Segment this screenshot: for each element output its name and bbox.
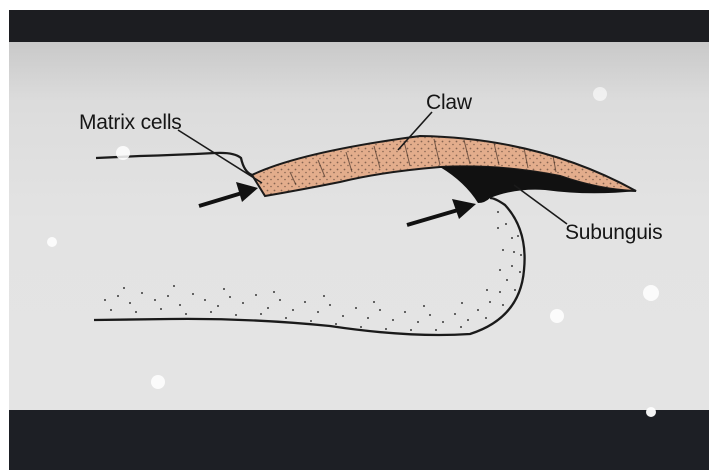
arrow-icon (407, 199, 476, 225)
toe-pad-outline (94, 198, 525, 335)
matrix-cells-label: Matrix cells (79, 111, 182, 135)
subunguis-label: Subunguis (565, 221, 662, 245)
dust-spots (47, 87, 659, 417)
claw-label: Claw (426, 91, 472, 115)
arrow-icon (199, 182, 258, 206)
matrix-leader-line (178, 130, 262, 183)
dermis-stipple (104, 211, 522, 331)
